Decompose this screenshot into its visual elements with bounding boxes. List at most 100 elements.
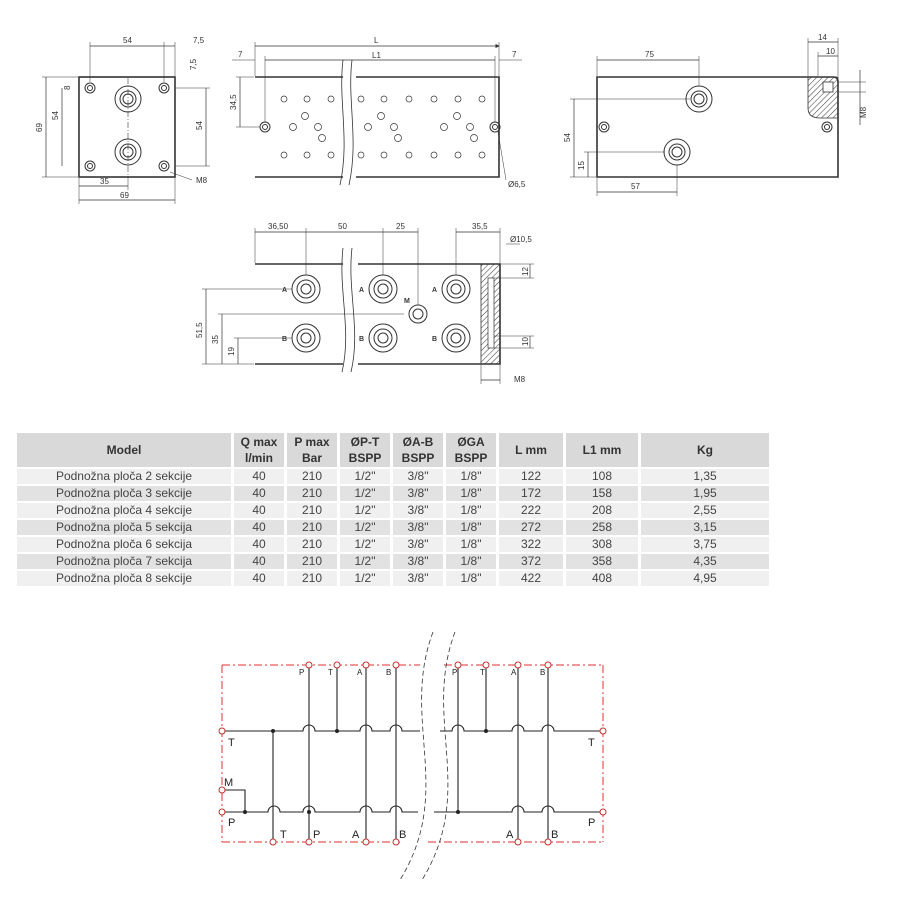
bottom-port-label: A [506,829,514,841]
dim-label: 69 [120,191,129,200]
dim-label: 8 [63,85,72,90]
table-cell: 1/8" [446,554,496,569]
dim-label: 7,5 [189,58,198,70]
table-cell: 1/8" [446,469,496,484]
break-lines [399,631,456,881]
table-cell: 122 [499,469,563,484]
schematic-labels: P T A B P T A B T M P T P T P A B A B [224,668,595,841]
front-view-labels: L L1 7 7 34,5 Ø6,5 [229,36,526,189]
dim-label: 7 [238,50,243,59]
table-cell: 3/8" [393,469,443,484]
table-cell: 1/2" [340,469,390,484]
top-port-label: P [299,668,304,677]
table-cell: 4,95 [641,571,769,586]
dim-label: 7 [512,50,517,59]
top-port-label: T [328,668,333,677]
table-cell: 210 [287,520,337,535]
dim-label: 54 [563,133,572,142]
table-cell: Podnožna ploča 5 sekcija [17,520,231,535]
port-circles [218,661,607,846]
right-view-labels: 14 10 75 M8 54 15 57 [563,33,868,191]
dim-label: 34,5 [229,94,238,110]
table-cell: 108 [566,469,638,484]
top-port-label: A [511,668,517,677]
dim-label: 57 [631,182,640,191]
dim-label: 50 [338,222,347,231]
table-cell: 3/8" [393,554,443,569]
table-cell: 208 [566,503,638,518]
dim-label: 7,5 [193,36,205,45]
side-view-drawing [42,42,210,204]
table-cell: Podnožna ploča 8 sekcije [17,571,231,586]
flow-lines [222,665,603,842]
top-view-drawing [202,228,534,384]
table-cell: 1,35 [641,469,769,484]
port-label: M [404,298,410,305]
table-cell: 1/8" [446,520,496,535]
table-cell: 3/8" [393,486,443,501]
dim-label: 14 [818,33,827,42]
dim-label: M8 [859,106,868,118]
table-cell: 40 [234,486,284,501]
left-port-label: T [228,737,235,749]
dim-label: 10 [826,47,835,56]
top-view-labels: 36,50 50 25 35,5 Ø10,5 12 51,5 35 19 10 … [195,222,532,384]
table-cell: 1/8" [446,571,496,586]
right-port-label: T [588,737,595,749]
dim-label: 54 [195,121,204,130]
column-header-kg: Kg [641,433,769,467]
table-cell: 1,95 [641,486,769,501]
column-header-l1: L1 mm [566,433,638,467]
port-label: A [432,287,437,294]
dim-label: L [374,36,379,45]
dim-label: 15 [577,161,586,170]
dim-label: 10 [521,337,530,346]
hydraulic-schematic: P T A B P T A B T M P T P T P A B A B [218,631,607,881]
table-cell: 3/8" [393,503,443,518]
bottom-port-label: T [280,829,287,841]
port-label: A [282,287,287,294]
technical-drawings: 54 7,5 7,5 69 54 54 35 69 M8 8 [35,33,868,384]
table-cell: 210 [287,537,337,552]
table-cell: Podnožna ploča 7 sekcija [17,554,231,569]
right-view-drawing [570,38,866,196]
junction-dots [243,729,488,814]
table-cell: 40 [234,503,284,518]
table-cell: Podnožna ploča 4 sekcije [17,503,231,518]
table-cell: 40 [234,520,284,535]
table-cell: 1/8" [446,486,496,501]
top-port-label: T [480,668,485,677]
table-cell: 1/2" [340,571,390,586]
boundary-frame [221,664,604,843]
dim-label: Ø6,5 [508,180,526,189]
table-cell: 3,15 [641,520,769,535]
table-cell: 2,55 [641,503,769,518]
dim-label: 35 [100,177,109,186]
table-cell: 210 [287,486,337,501]
table-cell: 1/8" [446,537,496,552]
dim-label: 25 [396,222,405,231]
table-cell: 158 [566,486,638,501]
table-cell: 222 [499,503,563,518]
table-cell: 210 [287,469,337,484]
table-cell: 1/2" [340,486,390,501]
right-port-label: P [588,817,595,829]
bottom-port-label: A [352,829,360,841]
port-label: B [282,336,287,343]
dim-label: 12 [521,267,530,276]
table-cell: 40 [234,571,284,586]
table-cell: 322 [499,537,563,552]
left-port-label: P [228,817,235,829]
dim-label: 54 [51,111,60,120]
port-label: B [432,336,437,343]
